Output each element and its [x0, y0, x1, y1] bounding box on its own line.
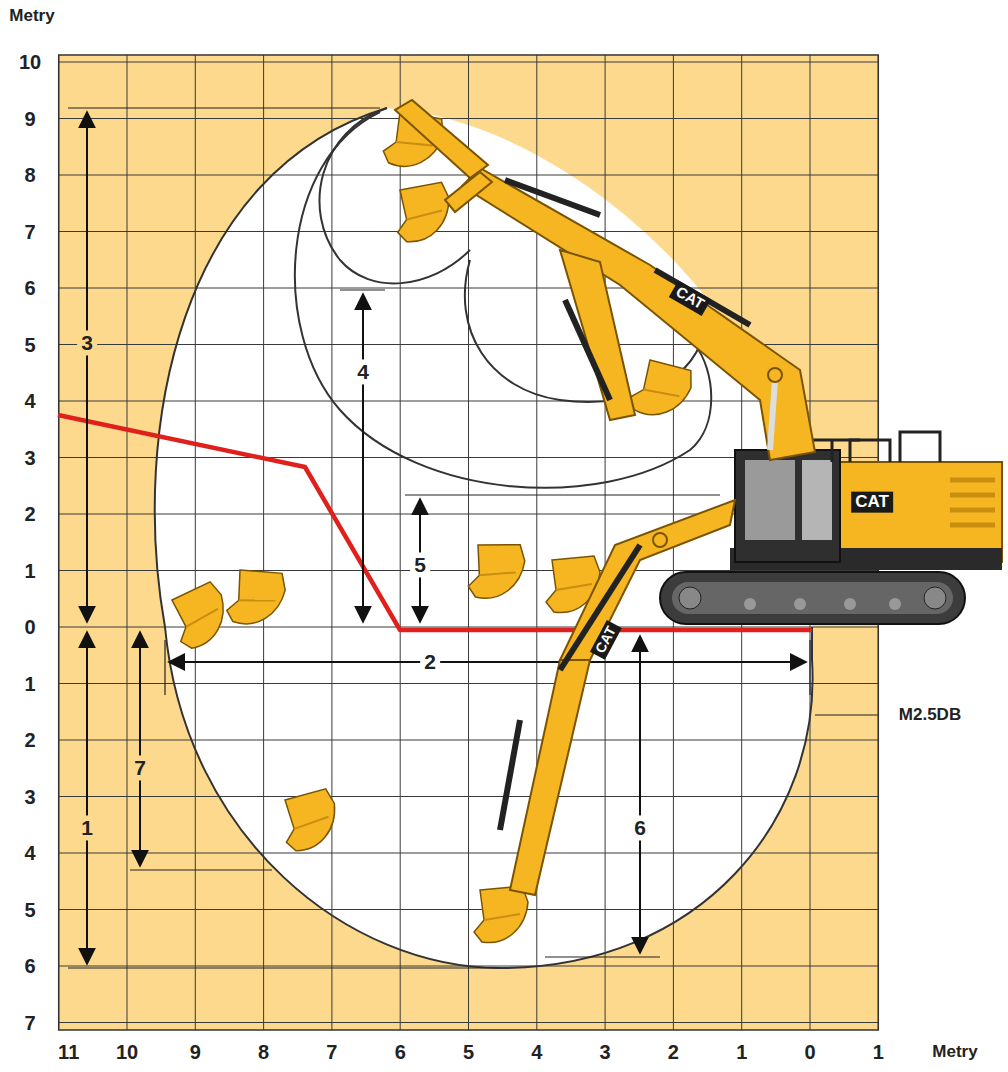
extension-lines	[68, 108, 810, 968]
model-label: M2.5DB	[899, 706, 961, 725]
working-envelope-fill	[155, 108, 813, 968]
axis-tick-number: 6	[24, 955, 35, 977]
axis-tick-number: 4	[24, 390, 35, 412]
axis-tick-number: 8	[24, 164, 35, 186]
callout-number: 3	[77, 330, 97, 355]
callout-number: 6	[630, 815, 650, 840]
axis-tick-number: 3	[600, 1041, 611, 1063]
axis-tick-number: 7	[326, 1041, 337, 1063]
axis-tick-number: 5	[24, 899, 35, 921]
axis-tick-number: 2	[24, 729, 35, 751]
axis-tick-number: 11	[58, 1041, 79, 1063]
axis-unit-label: Metry	[9, 7, 54, 26]
callout-number: 4	[353, 359, 373, 384]
axis-tick-number: 7	[24, 221, 35, 243]
axis-tick-number: 4	[24, 842, 35, 864]
excavator	[395, 100, 1002, 895]
axis-tick-number: 6	[24, 277, 35, 299]
axis-tick-number: 9	[190, 1041, 201, 1063]
grid-lines	[59, 55, 879, 1030]
axis-tick-number: 4	[531, 1041, 542, 1063]
axis-tick-number: 1	[24, 560, 35, 582]
axis-tick-number: 6	[395, 1041, 406, 1063]
axis-tick-number: 8	[258, 1041, 269, 1063]
grid-ground	[59, 55, 879, 1030]
axis-unit-label: Metry	[932, 1043, 977, 1062]
bucket-positions	[165, 107, 696, 943]
axis-tick-number: 2	[24, 503, 35, 525]
axis-tick-number: 10	[19, 51, 41, 73]
dimension-arrows	[87, 112, 806, 964]
axis-tick-number: 7	[24, 1012, 35, 1034]
axis-tick-number: 3	[24, 786, 35, 808]
callout-number: 2	[420, 649, 440, 674]
working-envelope-outline	[155, 108, 813, 968]
brand-logo: CAT	[669, 281, 711, 316]
axis-tick-number: 10	[116, 1041, 138, 1063]
axis-tick-number: 5	[463, 1041, 474, 1063]
axis-tick-number: 1	[873, 1041, 884, 1063]
axis-tick-number: 1	[736, 1041, 747, 1063]
brand-logo: CAT	[590, 620, 622, 660]
grid-frame	[59, 55, 879, 1030]
callout-number: 1	[77, 815, 97, 840]
axis-tick-number: 9	[24, 108, 35, 130]
callout-number: 5	[410, 552, 430, 577]
axis-tick-number: 1	[24, 673, 35, 695]
axis-tick-number: 3	[24, 447, 35, 469]
leader-line	[815, 714, 878, 715]
axis-tick-number: 0	[24, 616, 35, 638]
brand-logo: CAT	[851, 492, 893, 513]
axis-tick-number: 2	[668, 1041, 679, 1063]
axis-tick-number: 5	[24, 334, 35, 356]
axis-tick-number: 0	[804, 1041, 815, 1063]
callout-number: 7	[130, 755, 150, 780]
